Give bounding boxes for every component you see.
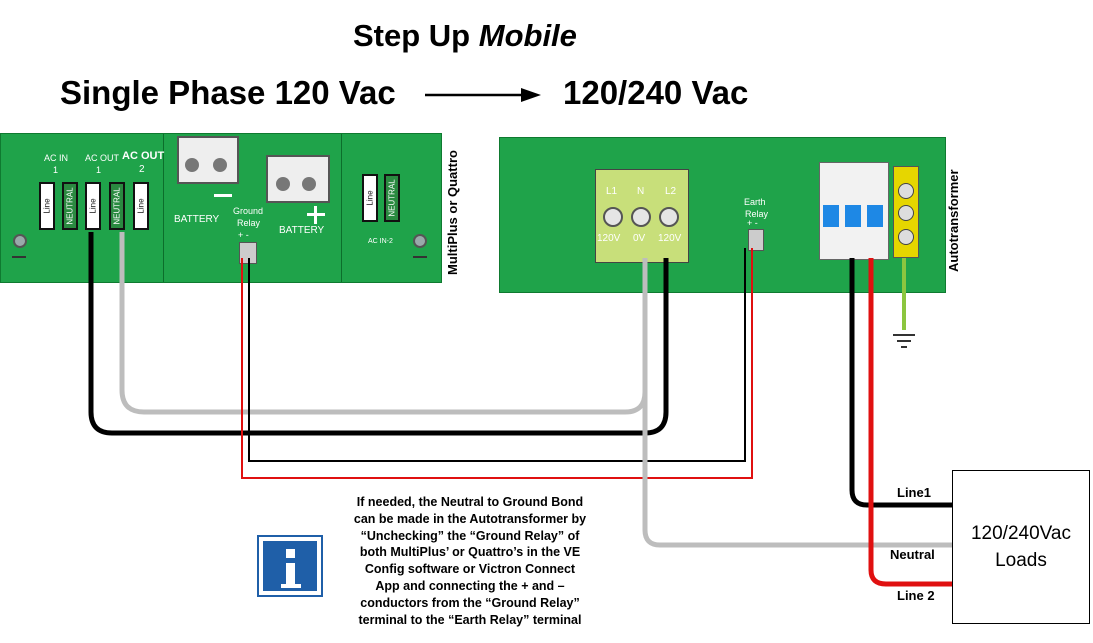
terminal-slot: NEUTRAL (109, 182, 125, 230)
ac-out2-number: 2 (139, 164, 145, 175)
screw-terminal-icon (603, 207, 623, 227)
ac-out1-number: 1 (96, 165, 102, 175)
note-line: If needed, the Neutral to Ground Bond (356, 495, 584, 509)
ground-symbol-icon (413, 256, 427, 258)
wire-label-line2: Line 2 (897, 588, 935, 603)
load-line2-wire (868, 258, 952, 587)
load-line1-wire (849, 258, 952, 508)
ac-in2-label: AC IN-2 (368, 238, 393, 245)
l2-label: L2 (665, 186, 677, 197)
ground-relay-black-wire (248, 248, 746, 462)
terminal-slot: Line (39, 182, 55, 230)
battery-positive-label: BATTERY (279, 225, 325, 236)
ground-relay-polarity: + - (238, 230, 249, 240)
earth-relay-label: Earth (744, 197, 766, 207)
l1-voltage: 120V (597, 233, 621, 244)
battery-terminal-positive (266, 155, 330, 203)
ac-out1-label: AC OUT (85, 153, 120, 163)
info-icon (257, 535, 323, 597)
earth-relay-label-2: Relay (745, 209, 769, 219)
panel-divider (163, 134, 164, 282)
loads-label: Loads (995, 550, 1047, 571)
ground-screw-icon (413, 234, 427, 248)
wire-label-neutral: Neutral (890, 547, 935, 562)
screw-terminal-icon (631, 207, 651, 227)
note-line: conductors from the “Ground Relay” (360, 595, 580, 610)
wire-label-line1: Line1 (897, 485, 931, 500)
ground-relay-label: Ground (233, 206, 264, 216)
inverter-panel: AC IN 1 AC OUT 1 AC OUT 2 Line NEUTRAL L… (0, 133, 442, 283)
n-voltage: 0V (633, 233, 646, 244)
note-line: both MultiPlus’ or Quattro’s in the VE (359, 545, 581, 560)
screw-terminal-icon (659, 207, 679, 227)
to-voltage-label: 120/240 Vac (563, 74, 749, 111)
ground-bar (893, 166, 919, 258)
loads-box: 120/240Vac Loads (952, 470, 1090, 624)
battery-terminal-negative (177, 136, 239, 184)
conversion-arrow-head (521, 88, 541, 102)
earth-relay-polarity: + - (747, 218, 758, 228)
ground-screw-icon (13, 234, 27, 248)
diagram-title: Step Up Mobile (353, 18, 577, 53)
from-voltage-label: Single Phase 120 Vac (60, 74, 396, 111)
ac-out-neutral-wire (119, 232, 648, 415)
ground-relay-red-wire (241, 248, 753, 479)
terminal-slot: NEUTRAL (384, 174, 400, 222)
ac-in-label: AC IN (44, 153, 69, 163)
ac-out-line-wire (88, 232, 669, 436)
terminal-slot: Line (362, 174, 378, 222)
plus-sign (314, 206, 317, 224)
info-note: If needed, the Neutral to Ground Bond ca… (343, 494, 597, 628)
panel-divider (341, 134, 342, 282)
n-label: N (637, 186, 645, 197)
l1-label: L1 (606, 186, 618, 197)
note-line: “Unchecking” the “Ground Relay” of (360, 528, 580, 543)
ground-symbol-icon (12, 256, 26, 258)
terminal-slot: NEUTRAL (62, 182, 78, 230)
ac-out2-label: AC OUT (122, 150, 165, 162)
circuit-breaker (819, 162, 889, 260)
note-line: terminal to the “Earth Relay” terminal (358, 612, 582, 627)
terminal-slot: Line (133, 182, 149, 230)
load-neutral-wire (642, 258, 952, 548)
loads-voltage: 120/240Vac (970, 523, 1071, 544)
ground-relay-label-2: Relay (237, 218, 261, 228)
ac-in-number: 1 (53, 165, 59, 175)
minus-sign (214, 194, 232, 197)
autotransformer-panel: L1 N L2 120V 0V 120V Earth Relay + - (499, 137, 946, 293)
note-line: can be made in the Autotransformer by (353, 511, 587, 526)
l2-voltage: 120V (658, 233, 682, 244)
note-line: App and connecting the + and – (375, 578, 565, 593)
battery-negative-label: BATTERY (174, 214, 220, 225)
terminal-slot: Line (85, 182, 101, 230)
note-line: Config software or Victron Connect (364, 562, 576, 577)
earth-relay-terminal (748, 229, 764, 251)
